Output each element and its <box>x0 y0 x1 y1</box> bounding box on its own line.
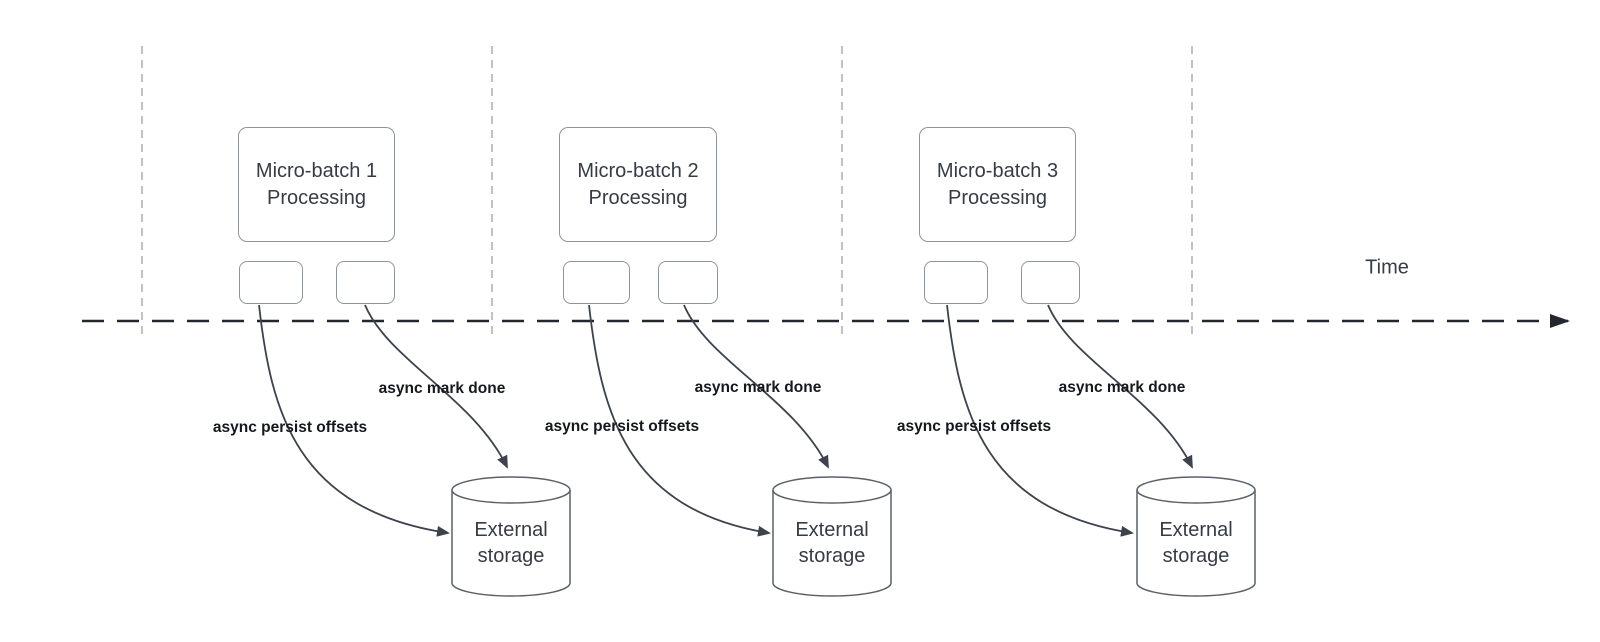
persist-offsets-label-3: async persist offsets <box>896 418 1052 435</box>
micro-batch-2-processing-box: Micro-batch 2 Processing <box>559 127 717 242</box>
mark-done-source-box-1 <box>336 261 395 304</box>
persist-offsets-label-2: async persist offsets <box>544 418 700 435</box>
persist-offsets-source-box-3 <box>924 261 988 304</box>
mark-done-label-3: async mark done <box>1058 379 1186 396</box>
external-storage-cylinder-3 <box>1136 476 1256 597</box>
mark-done-arrow-2 <box>683 304 829 469</box>
persist-offsets-source-box-1 <box>239 261 303 304</box>
external-storage-cylinder-2 <box>772 476 892 597</box>
micro-batch-1-processing-box: Micro-batch 1 Processing <box>238 127 395 242</box>
persist-offsets-label-1: async persist offsets <box>212 419 368 436</box>
external-storage-cylinder-1 <box>451 476 571 597</box>
external-storage-label-2: External storage <box>795 519 869 567</box>
persist-offsets-arrow-2 <box>588 304 771 537</box>
time-axis-label: Time <box>1365 256 1409 279</box>
mark-done-arrow-3 <box>1047 304 1193 469</box>
mark-done-source-box-2 <box>658 261 718 304</box>
persist-offsets-source-box-2 <box>563 261 630 304</box>
mark-done-label-2: async mark done <box>694 379 822 396</box>
persist-offsets-arrow-3 <box>946 304 1134 537</box>
external-storage-label-3: External storage <box>1159 519 1233 567</box>
mark-done-arrow-1 <box>364 304 508 469</box>
persist-offsets-arrow-1 <box>258 304 450 537</box>
micro-batch-3-processing-box: Micro-batch 3 Processing <box>919 127 1076 242</box>
external-storage-label-1: External storage <box>474 519 548 567</box>
mark-done-label-1: async mark done <box>378 380 506 397</box>
mark-done-source-box-3 <box>1021 261 1080 304</box>
